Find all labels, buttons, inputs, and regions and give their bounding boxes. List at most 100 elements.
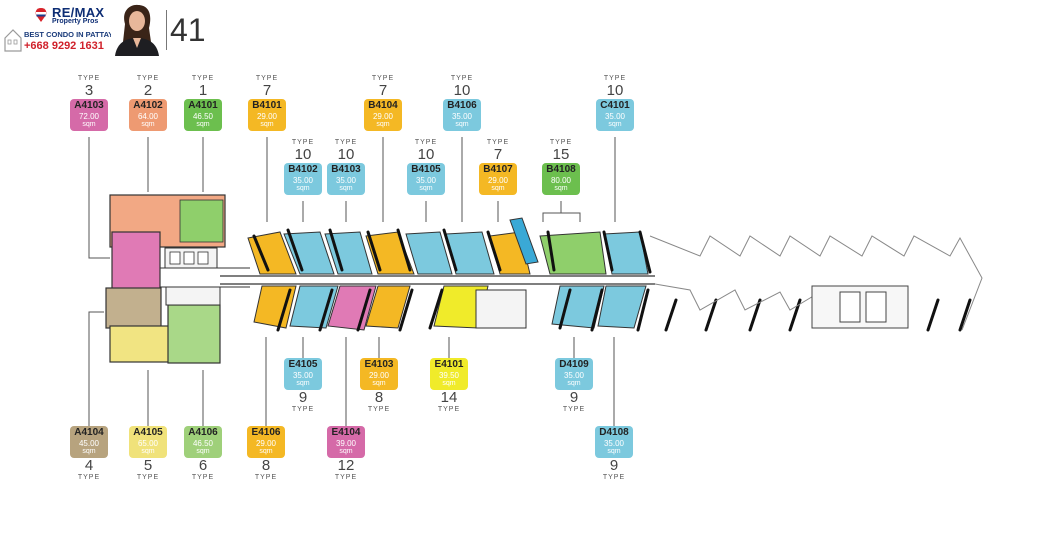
unit-type-number: 15 [552, 146, 570, 163]
exterior-walls [252, 228, 972, 332]
unit-type-number: 4 [84, 457, 94, 474]
unit-area: 35.00 [292, 371, 314, 380]
floor-number: 41 [166, 10, 206, 50]
unit-type-number: 10 [417, 146, 435, 163]
type-word: TYPE [334, 474, 358, 481]
area-unit: sqm [82, 121, 96, 128]
unit-code: A4104 [74, 427, 104, 438]
type-word: TYPE [254, 474, 278, 481]
unit-area: 35.00 [292, 176, 314, 185]
unit-type-number: 10 [294, 146, 312, 163]
tower-block-a [105, 194, 250, 364]
unit-type-number: 9 [298, 389, 308, 406]
unit-area: 29.00 [372, 112, 394, 121]
unit-code: B4103 [331, 164, 361, 175]
unit-area: 29.00 [255, 439, 277, 448]
unit-code: B4101 [252, 100, 282, 111]
unit-area: 46.50 [192, 439, 214, 448]
unit-code: D4108 [599, 427, 629, 438]
type-word: TYPE [191, 75, 215, 82]
tagline: BEST CONDO IN PATTAYA [24, 30, 119, 39]
house-icon [4, 29, 22, 52]
unit-area: 46.50 [192, 112, 214, 121]
unit-type-number: 6 [198, 457, 208, 474]
area-unit: sqm [607, 448, 621, 455]
type-word: TYPE [486, 139, 510, 146]
corridor [220, 275, 655, 285]
type-word: TYPE [602, 474, 626, 481]
type-word: TYPE [562, 406, 586, 413]
unit-area: 39.50 [438, 371, 460, 380]
type-word: TYPE [77, 75, 101, 82]
unit-code: A4101 [188, 100, 218, 111]
unit-type-number: 10 [606, 82, 624, 99]
unit-code: B4106 [447, 100, 477, 111]
remax-logo: RE/MAX Property Pros [34, 4, 124, 26]
unit-type-number: 9 [609, 457, 619, 474]
type-word: TYPE [549, 139, 573, 146]
unit-code: A4102 [133, 100, 163, 111]
type-word: TYPE [414, 139, 438, 146]
unit-type-number: 9 [569, 389, 579, 406]
unit-code: B4108 [546, 164, 576, 175]
unit-area: 29.00 [368, 371, 390, 380]
area-unit: sqm [82, 448, 96, 455]
unit-type-number: 5 [143, 457, 153, 474]
unit-type-number: 7 [262, 82, 272, 99]
type-word: TYPE [136, 75, 160, 82]
unit-area: 35.00 [451, 112, 473, 121]
type-word: TYPE [450, 75, 474, 82]
unit-type-number: 12 [337, 457, 355, 474]
type-word: TYPE [191, 474, 215, 481]
unit-area: 65.00 [137, 439, 159, 448]
area-unit: sqm [567, 380, 581, 387]
unit-area: 72.00 [78, 112, 100, 121]
unit-type-number: 1 [198, 82, 208, 99]
area-unit: sqm [260, 121, 274, 128]
balloon-icon [35, 8, 47, 22]
unit-area: 35.00 [415, 176, 437, 185]
unit-code: B4105 [411, 164, 441, 175]
type-word: TYPE [603, 75, 627, 82]
unit-type-number: 7 [378, 82, 388, 99]
area-unit: sqm [141, 448, 155, 455]
type-word: TYPE [255, 75, 279, 82]
unit-area: 64.00 [137, 112, 159, 121]
type-word: TYPE [437, 406, 461, 413]
area-unit: sqm [339, 448, 353, 455]
area-unit: sqm [196, 448, 210, 455]
phone-number[interactable]: +668 9292 1631 [24, 40, 104, 52]
